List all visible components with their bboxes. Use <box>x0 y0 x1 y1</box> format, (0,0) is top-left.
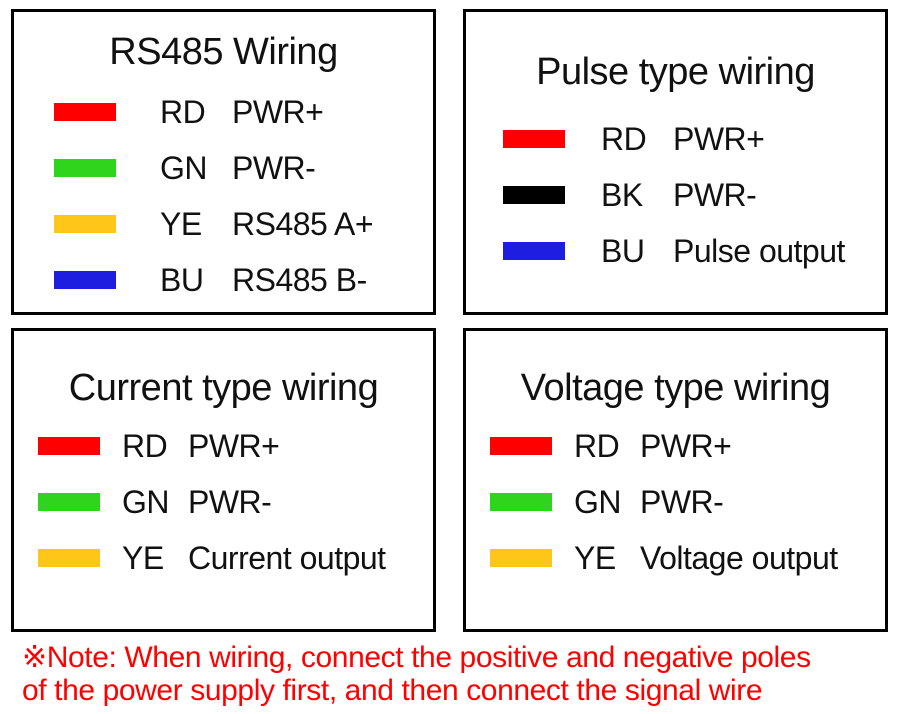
wire-function: PWR- <box>188 484 272 520</box>
wire-code: GN <box>122 484 170 520</box>
wire-row: RD PWR+ <box>14 428 433 464</box>
wire-color-swatch-red <box>490 437 552 455</box>
wire-code: YE <box>160 206 202 242</box>
wire-legend: RD PWR+ GN PWR- YE Current output <box>14 428 433 576</box>
panel-title: Pulse type wiring <box>536 51 815 93</box>
wire-code: YE <box>122 540 164 576</box>
wire-row: YE RS485 A+ <box>14 206 433 242</box>
wire-legend: RD PWR+ BK PWR- BU Pulse output <box>466 121 885 269</box>
wire-code: GN <box>160 150 208 186</box>
wire-function: PWR- <box>640 484 724 520</box>
wire-function: PWR+ <box>673 121 765 157</box>
wire-function: Voltage output <box>640 540 838 576</box>
wire-function: PWR+ <box>232 94 324 130</box>
wire-function: PWR+ <box>640 428 732 464</box>
wire-code: RD <box>122 428 168 464</box>
wire-row: YE Current output <box>14 540 433 576</box>
wire-row: GN PWR- <box>466 484 885 520</box>
wire-row: GN PWR- <box>14 484 433 520</box>
wire-row: RD PWR+ <box>466 121 885 157</box>
wire-function: Pulse output <box>673 233 845 269</box>
wire-code: BU <box>601 233 645 269</box>
wire-color-swatch-black <box>503 186 565 204</box>
wire-code: BK <box>601 177 643 213</box>
wire-row: RD PWR+ <box>14 94 433 130</box>
wire-legend: RD PWR+ GN PWR- YE Voltage output <box>466 428 885 576</box>
wire-color-swatch-red <box>503 130 565 148</box>
panel-title: Voltage type wiring <box>520 367 831 409</box>
wire-color-swatch-blue <box>54 271 116 289</box>
wire-color-swatch-red <box>54 103 116 121</box>
wire-color-swatch-yellow <box>38 549 100 567</box>
wire-code: GN <box>574 484 622 520</box>
panel-pulse-type-wiring: Pulse type wiring RD PWR+ BK PWR- BU Pul… <box>463 9 888 315</box>
wire-function: PWR- <box>232 150 316 186</box>
wire-color-swatch-green <box>38 493 100 511</box>
wiring-note: ※Note: When wiring, connect the positive… <box>22 641 892 707</box>
wire-color-swatch-yellow <box>490 549 552 567</box>
wire-color-swatch-yellow <box>54 215 116 233</box>
wire-function: PWR- <box>673 177 757 213</box>
panel-title: Current type wiring <box>68 367 379 409</box>
wire-function: RS485 A+ <box>232 206 374 242</box>
note-text-line1: ※Note: When wiring, connect the positive… <box>22 641 811 674</box>
wire-row: GN PWR- <box>14 150 433 186</box>
wire-legend: RD PWR+ GN PWR- YE RS485 A+ BU RS485 B- <box>14 94 433 298</box>
wire-code: RD <box>160 94 206 130</box>
wire-code: BU <box>160 262 204 298</box>
wire-code: RD <box>601 121 647 157</box>
wire-function: Current output <box>188 540 386 576</box>
wire-row: BU RS485 B- <box>14 262 433 298</box>
panel-current-type-wiring: Current type wiring RD PWR+ GN PWR- YE C… <box>11 328 436 632</box>
note-text-line2: of the power supply first, and then conn… <box>22 674 763 707</box>
wire-row: YE Voltage output <box>466 540 885 576</box>
panel-title: RS485 Wiring <box>109 31 338 73</box>
wire-color-swatch-green <box>490 493 552 511</box>
panel-rs485-wiring: RS485 Wiring RD PWR+ GN PWR- YE RS485 A+… <box>11 9 436 315</box>
wire-row: RD PWR+ <box>466 428 885 464</box>
wire-row: BU Pulse output <box>466 233 885 269</box>
wire-color-swatch-red <box>38 437 100 455</box>
wire-color-swatch-blue <box>503 242 565 260</box>
wire-row: BK PWR- <box>466 177 885 213</box>
wire-code: RD <box>574 428 620 464</box>
wire-code: YE <box>574 540 616 576</box>
wire-color-swatch-green <box>54 159 116 177</box>
wire-function: RS485 B- <box>232 262 367 298</box>
panel-voltage-type-wiring: Voltage type wiring RD PWR+ GN PWR- YE V… <box>463 328 888 632</box>
wire-function: PWR+ <box>188 428 280 464</box>
